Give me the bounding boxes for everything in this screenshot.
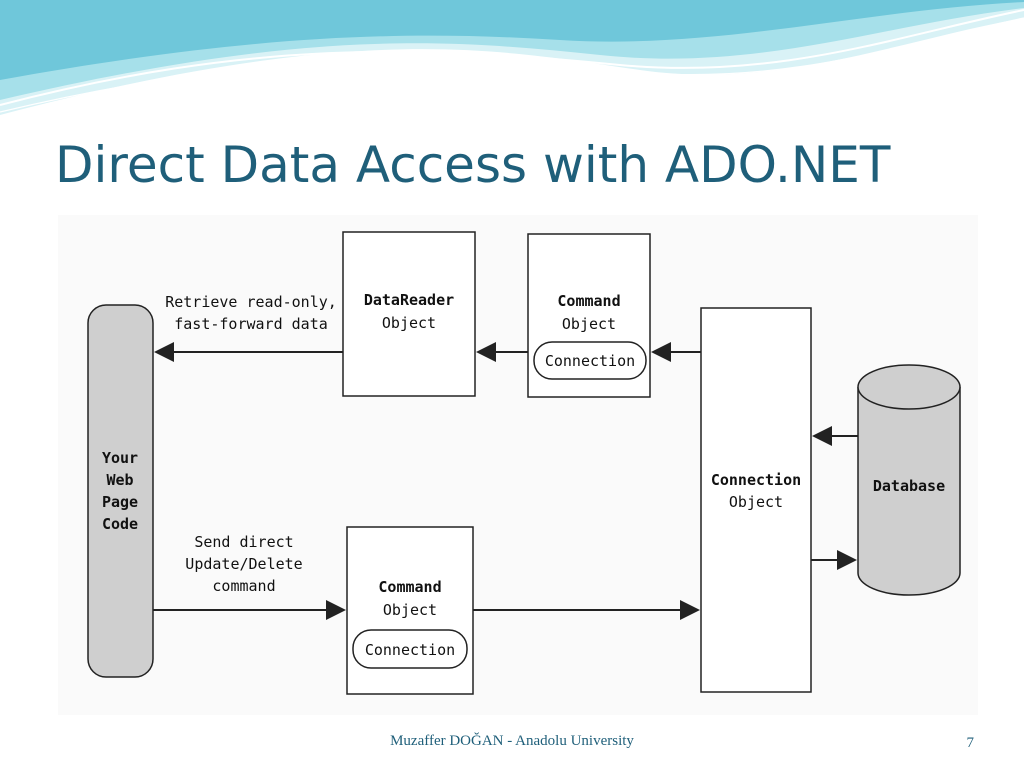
connection-pill-top-label: Connection — [545, 352, 635, 370]
web-page-code-node: Your Web Page Code — [87, 304, 154, 678]
connection-object-node: Connection Object — [700, 307, 812, 693]
datareader-label-1: DataReader — [364, 291, 454, 309]
command-object-bottom-node: Command Object Connection — [346, 526, 474, 695]
command-top-label-1: Command — [557, 292, 620, 310]
datareader-label-2: Object — [382, 314, 436, 332]
connection-object-label-1: Connection — [711, 471, 801, 489]
web-page-label-3: Page — [102, 493, 138, 511]
retrieve-label-line-2: fast-forward data — [174, 315, 328, 333]
send-label-line-2: Update/Delete — [185, 555, 302, 573]
connection-pill-bottom-label: Connection — [365, 641, 455, 659]
send-label-line-3: command — [212, 577, 275, 595]
web-page-label-1: Your — [102, 449, 138, 467]
command-bottom-label-2: Object — [383, 601, 437, 619]
connection-pill-top — [533, 341, 647, 380]
web-page-label-2: Web — [106, 471, 133, 489]
web-page-label-4: Code — [102, 515, 138, 533]
database-cylinder-node: Database — [857, 364, 961, 596]
retrieve-label-line-1: Retrieve read-only, — [165, 293, 337, 311]
database-label: Database — [873, 477, 945, 495]
header-wave-decoration — [0, 0, 1024, 115]
command-bottom-label-1: Command — [378, 578, 441, 596]
send-label-line-1: Send direct — [194, 533, 293, 551]
connection-object-label-2: Object — [729, 493, 783, 511]
diagram-background — [58, 215, 978, 715]
command-object-top-node: Command Object Connection — [527, 233, 651, 398]
command-top-label-2: Object — [562, 315, 616, 333]
slide-title: Direct Data Access with ADO.NET — [55, 136, 891, 194]
datareader-object-node: DataReader Object — [342, 231, 476, 397]
connection-pill-bottom — [352, 629, 468, 669]
footer-author: Muzaffer DOĞAN - Anadolu University — [390, 733, 634, 749]
ado-net-diagram: Your Web Page Code DataReader Object Com… — [58, 215, 978, 715]
page-number: 7 — [966, 735, 975, 751]
